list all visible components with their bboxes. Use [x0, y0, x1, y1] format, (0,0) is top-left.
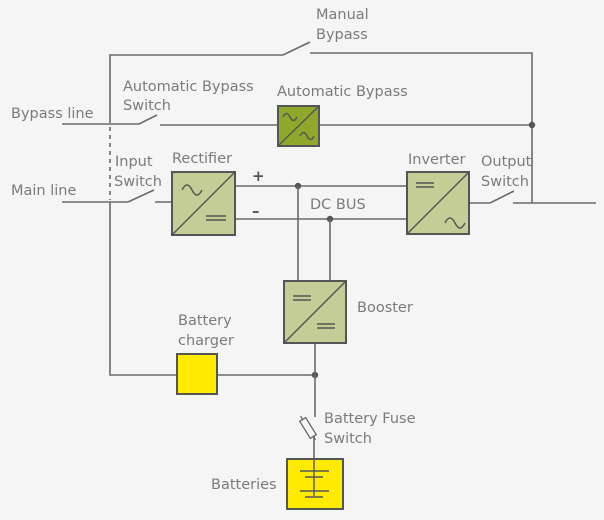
- input-switch-label-line2: Switch: [114, 174, 162, 190]
- inverter-label: Inverter: [408, 152, 466, 168]
- inverter-block[interactable]: [406, 171, 470, 235]
- battery-fuse-switch-label-line2: Switch: [324, 431, 372, 447]
- junction-dot: [528, 121, 536, 129]
- manual-bypass-switch: [282, 41, 311, 56]
- battery-fuse-switch-label: Battery Fuse: [324, 411, 416, 427]
- output-switch-label-line2: Switch: [481, 174, 529, 190]
- bypass-line-label: Bypass line: [11, 106, 94, 122]
- battery-fuse-switch: [298, 415, 318, 441]
- batteries-block[interactable]: [286, 458, 344, 510]
- positive-sign: +: [252, 167, 265, 185]
- input-switch-label: Input: [115, 154, 153, 170]
- auto-bypass-label: Automatic Bypass: [277, 84, 408, 100]
- booster-block[interactable]: [283, 280, 347, 344]
- bypass-line: [62, 114, 536, 129]
- input-switch: [127, 189, 155, 203]
- ac-symbol-icon: [282, 112, 298, 122]
- auto-bypass-switch-label: Automatic Bypass: [123, 79, 254, 95]
- battery-charger-block[interactable]: [176, 353, 218, 395]
- battery-branch: [218, 343, 319, 462]
- ac-symbol-icon: [299, 131, 315, 141]
- dc-bus: [235, 182, 408, 282]
- output-switch-label: Output: [481, 154, 532, 170]
- output-switch: [489, 190, 515, 204]
- main-line: [62, 189, 178, 376]
- booster-label: Booster: [357, 300, 413, 316]
- automatic-bypass-block[interactable]: [277, 105, 320, 147]
- output-line: [469, 190, 596, 204]
- manual-bypass-label-line2: Bypass: [316, 27, 368, 43]
- automatic-bypass-switch: [138, 114, 158, 125]
- dc-bus-label: DC BUS: [310, 197, 366, 213]
- battery-charger-label: Battery: [178, 313, 232, 329]
- ac-symbol-icon: [181, 184, 203, 196]
- main-line-label: Main line: [11, 183, 76, 199]
- ac-symbol-icon: [444, 217, 466, 229]
- negative-sign: –: [252, 202, 260, 220]
- auto-bypass-switch-label-line2: Switch: [123, 98, 171, 114]
- batteries-label: Batteries: [211, 477, 277, 493]
- battery-charger-label-line2: charger: [178, 333, 234, 349]
- rectifier-label: Rectifier: [172, 151, 232, 167]
- manual-bypass-label: Manual: [316, 7, 369, 23]
- rectifier-block[interactable]: [171, 171, 236, 236]
- manual-bypass-line: [109, 41, 533, 203]
